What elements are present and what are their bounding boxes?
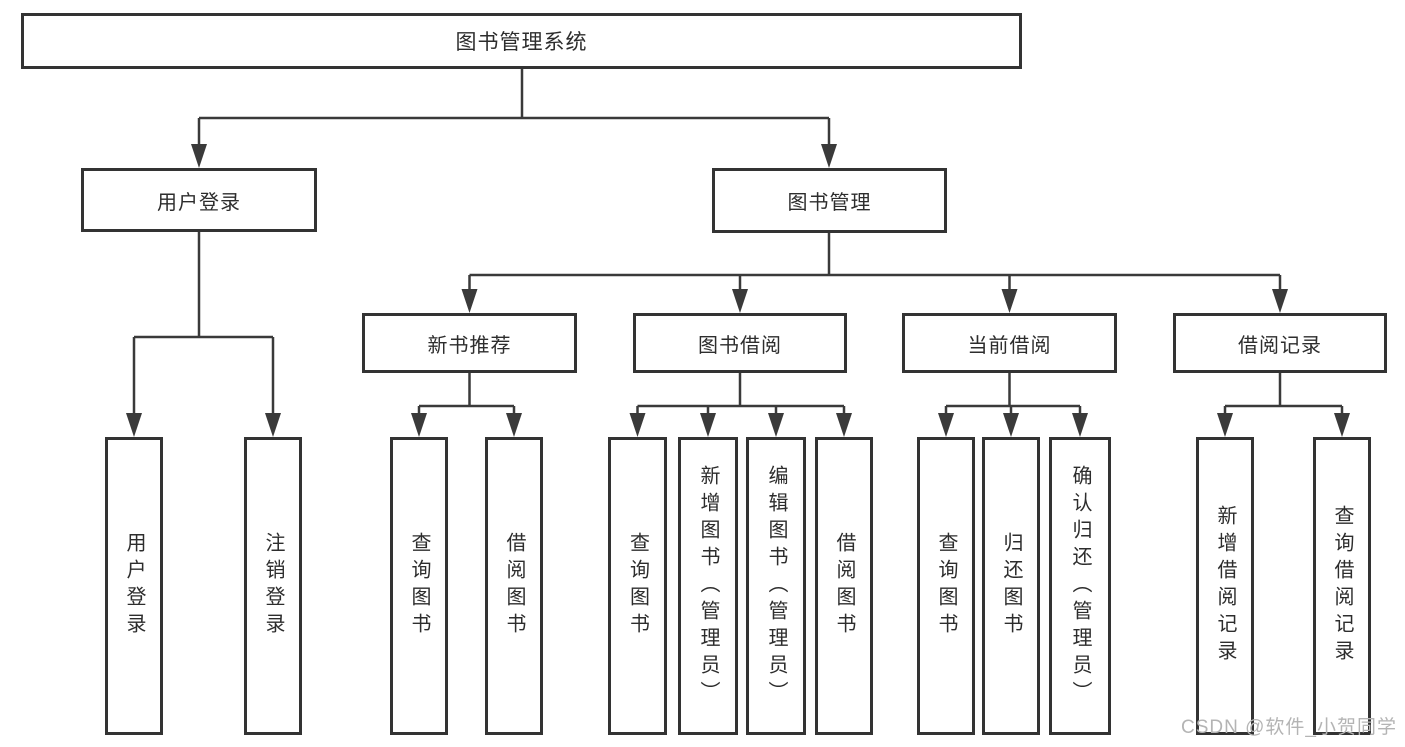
watermark: CSDN @软件_小贺同学 xyxy=(1181,717,1397,738)
node-leaf-query-books-recommend-label: 查询图书 xyxy=(408,532,430,640)
node-leaf-return-books-label: 归还图书 xyxy=(1000,532,1022,640)
node-leaf-borrow-books-recommend-label: 借阅图书 xyxy=(503,532,525,640)
node-leaf-user-login: 用户登录 xyxy=(105,437,163,735)
node-leaf-confirm-return-admin-label: 确认归还（管理员） xyxy=(1069,464,1091,708)
node-user-login-label: 用户登录 xyxy=(157,191,241,214)
node-new-book-recommend-label: 新书推荐 xyxy=(427,334,512,357)
node-leaf-query-books-borrow-label: 查询图书 xyxy=(626,532,649,640)
node-root: 图书管理系统 xyxy=(21,13,1022,69)
node-leaf-return-books: 归还图书 xyxy=(982,437,1040,735)
node-book-management-label: 图书管理 xyxy=(787,192,872,214)
node-root-label: 图书管理系统 xyxy=(455,31,588,54)
node-book-management: 图书管理 xyxy=(712,168,947,233)
node-leaf-borrow-books-recommend: 借阅图书 xyxy=(485,437,543,735)
node-user-login: 用户登录 xyxy=(81,168,317,232)
node-leaf-edit-book-admin: 编辑图书（管理员） xyxy=(746,437,806,735)
node-leaf-query-books-current: 查询图书 xyxy=(917,437,975,735)
node-leaf-add-borrow-record: 新增借阅记录 xyxy=(1196,437,1254,735)
node-leaf-add-borrow-record-label: 新增借阅记录 xyxy=(1214,505,1236,667)
node-book-borrow-label: 图书借阅 xyxy=(698,334,782,357)
node-leaf-add-book-admin: 新增图书（管理员） xyxy=(678,437,738,735)
node-leaf-borrow-books: 借阅图书 xyxy=(815,437,873,735)
node-leaf-query-borrow-record: 查询借阅记录 xyxy=(1313,437,1371,735)
node-borrow-records-label: 借阅记录 xyxy=(1238,334,1322,357)
node-leaf-borrow-books-label: 借阅图书 xyxy=(833,532,855,640)
node-leaf-confirm-return-admin: 确认归还（管理员） xyxy=(1049,437,1111,735)
node-leaf-query-books-current-label: 查询图书 xyxy=(935,532,957,640)
node-leaf-query-books-borrow: 查询图书 xyxy=(608,437,667,735)
node-leaf-edit-book-admin-label: 编辑图书（管理员） xyxy=(765,464,787,708)
node-current-borrow: 当前借阅 xyxy=(902,313,1117,373)
node-borrow-records: 借阅记录 xyxy=(1173,313,1387,373)
node-leaf-add-book-admin-label: 新增图书（管理员） xyxy=(697,464,719,708)
node-leaf-query-books-recommend: 查询图书 xyxy=(390,437,448,735)
node-leaf-user-login-label: 用户登录 xyxy=(123,532,145,640)
node-new-book-recommend: 新书推荐 xyxy=(362,313,577,373)
node-leaf-logout-label: 注销登录 xyxy=(262,532,284,640)
node-leaf-query-borrow-record-label: 查询借阅记录 xyxy=(1331,505,1353,667)
node-leaf-logout: 注销登录 xyxy=(244,437,302,735)
node-book-borrow: 图书借阅 xyxy=(633,313,847,373)
node-current-borrow-label: 当前借阅 xyxy=(967,334,1052,357)
